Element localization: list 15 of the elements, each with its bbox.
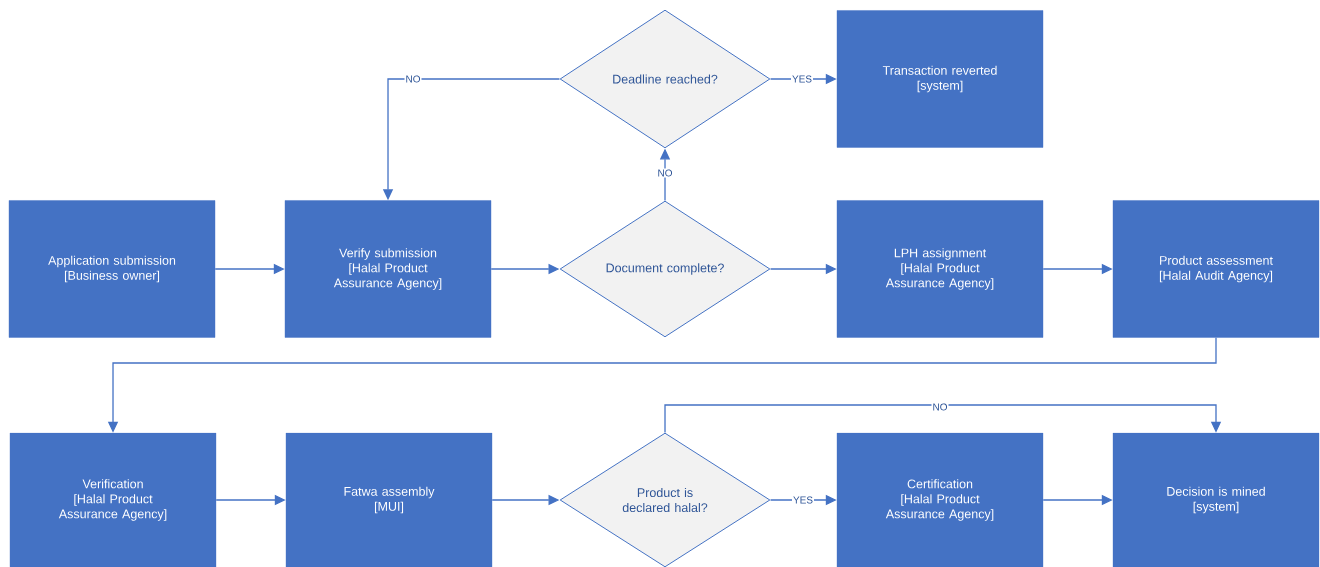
process-box: Verify submission [Halal Product Assurance Agency] [284,200,492,338]
arrow [664,404,1222,434]
edge-label: YES [792,495,814,505]
edge-label: NO [931,402,949,412]
process-box: LPH assignment [Halal Product Assurance Agency] [836,200,1044,338]
process-box: Transaction reverted [system] [836,10,1044,148]
edge-label: YES [791,74,813,84]
process-box: Certification [Halal Product Assurance Agency] [836,432,1044,567]
process-box: Verification [Halal Product Assurance Agency] [9,432,217,567]
process-box: Product assessment [Halal Audit Agency] [1112,200,1320,338]
edge-label: NO [404,74,422,84]
process-box: Fatwa assembly [MUI] [285,432,493,567]
edge-label: NO [656,168,674,178]
process-box: Application submission [Business owner] [8,200,216,338]
process-box: Decision is mined [system] [1112,432,1320,567]
